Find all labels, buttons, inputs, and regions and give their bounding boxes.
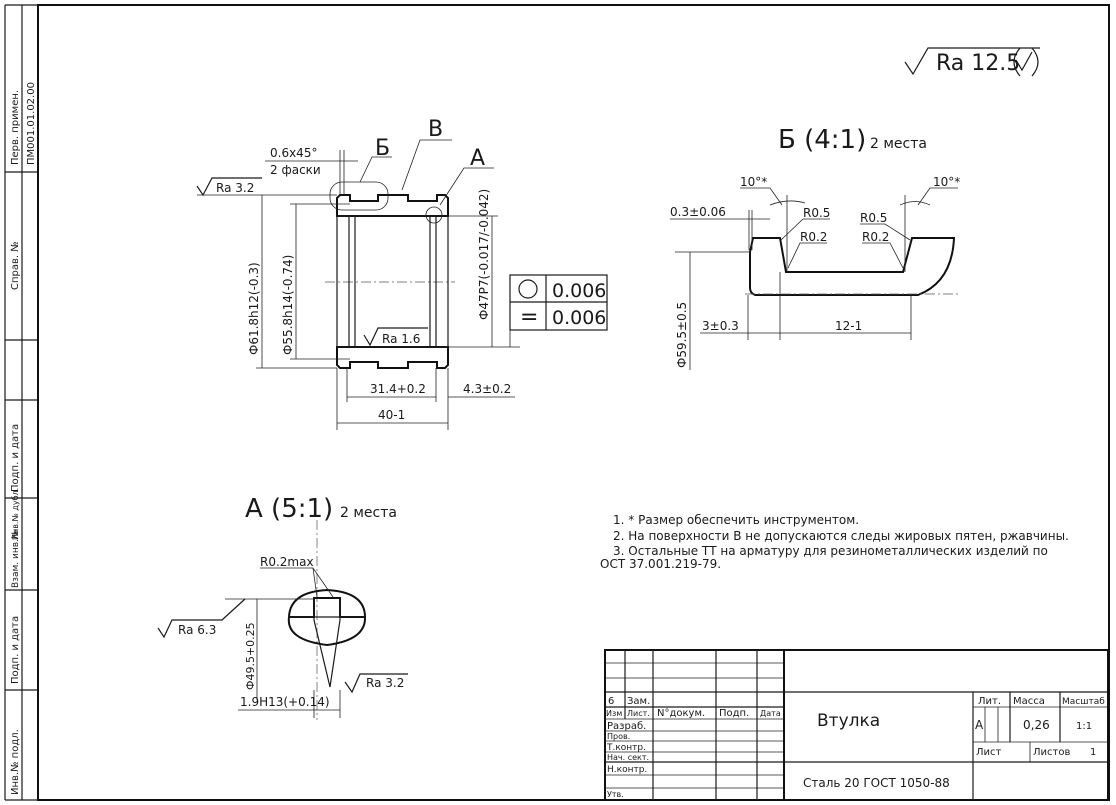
role-tech-control: Т.контр. (606, 743, 646, 753)
ra-left-label: Ra 6.3 (178, 623, 216, 637)
title-block: 6 Зам. Изм Лист. N°докум. Подп. Дата Раз… (604, 649, 1109, 801)
len-inner-label: 31.4+0.2 (370, 382, 426, 396)
lit-label: Лит. (978, 696, 1001, 707)
dim-width-label: 12-1 (835, 319, 862, 333)
len-total-label: 40-1 (378, 408, 405, 422)
detail-b-title: Б (4:1) (778, 125, 866, 155)
label-b: Б (375, 136, 390, 161)
ra-inner-label: Ra 1.6 (382, 332, 420, 346)
note-3: 3. Остальные ТТ на арматуру для резиноме… (613, 544, 1048, 558)
detail-b-callout (329, 181, 389, 211)
general-roughness-symbol: Ra 12.5 (904, 47, 1040, 77)
inv-podl-label: Инв.№ подл. (10, 729, 21, 795)
detail-b-view: Б (4:1) 2 места 10°* 10°* 0.3±0.06 R0.5 … (670, 125, 960, 370)
mass-label: Масса (1013, 696, 1045, 707)
detail-a-places: 2 места (340, 505, 397, 521)
dia-groove-label: Ф55.8h14(-0.74) (281, 255, 295, 355)
symmetry-icon: = (520, 305, 538, 330)
header-izm: Изм (606, 709, 622, 718)
angle-right-label: 10°* (933, 175, 960, 189)
checkmark-icon (1015, 51, 1033, 72)
detail-a-callout (425, 206, 443, 224)
label-a: А (470, 146, 485, 171)
note-3-continued: ОСТ 37.001.219-79. (600, 557, 721, 571)
note-2: 2. На поверхности В не допускаются следы… (613, 529, 1069, 543)
lit-value: А (975, 718, 984, 732)
header-sign: Подп. (719, 708, 749, 719)
detail-b-places: 2 места (870, 136, 927, 152)
sheets-label: Листов (1033, 747, 1070, 758)
roughness-symbol (196, 177, 262, 197)
tolerance-frame: 0.006 = 0.006 (509, 274, 608, 347)
radius-a-label: R0.2max (260, 555, 314, 569)
role-approved: Утв. (607, 790, 624, 799)
vzam-inv-label: Взам. инв.№ (11, 530, 21, 588)
label-v: В (428, 117, 443, 142)
main-section-view: Б В А 0.6x45° 2 фаски Ra 3.2 Ф61.8h12(-0… (196, 117, 608, 430)
scale-label: Масштаб (1062, 697, 1105, 707)
inv-dubl-label: Инв.№ дубл. (11, 488, 20, 540)
chamfer-b-label: 0.3±0.06 (670, 205, 726, 219)
len-end-label: 4.3±0.2 (463, 382, 511, 396)
roundness-icon (518, 279, 538, 299)
r02-right-label: R0.2 (862, 230, 889, 244)
role-developer: Разраб. (607, 721, 646, 732)
header-doc-no: N°докум. (657, 708, 705, 719)
dia-outer-label: Ф61.8h12(-0.3) (247, 262, 261, 355)
material: Сталь 20 ГОСТ 1050-88 (803, 776, 950, 790)
r05-left-label: R0.5 (803, 206, 830, 220)
header-list: Лист. (627, 709, 650, 718)
part-name: Втулка (817, 711, 880, 731)
ra-right-label: Ra 3.2 (366, 676, 404, 690)
scale-value: 1:1 (1076, 721, 1092, 732)
side-stamp: Перв. примен. ПМ001.01.02.00 Справ. № По… (10, 82, 37, 795)
dim-left-label: 3±0.3 (702, 319, 739, 333)
r05-right-label: R0.5 (860, 211, 887, 225)
drawing-frame (4, 4, 1110, 801)
podp-data-label-2: Подп. и дата (10, 616, 21, 684)
angle-left-label: 10°* (740, 175, 767, 189)
role-checker: Пров. (607, 732, 630, 741)
width-a-label: 1.9H13(+0.14) (240, 695, 330, 709)
change-text: Зам. (627, 696, 650, 707)
roundness-value: 0.006 (552, 280, 606, 302)
ra-outer-label: Ra 3.2 (216, 181, 254, 195)
sprav-no-label: Справ. № (10, 241, 21, 290)
change-number: 6 (608, 696, 614, 707)
role-norm-control: Н.контр. (607, 765, 647, 775)
symmetry-value: 0.006 (552, 307, 606, 329)
dia-b-label: Ф59.5±0.5 (675, 302, 689, 368)
technical-notes: 1. * Размер обеспечить инструментом. 2. … (600, 513, 1069, 571)
perv-primen-value: ПМ001.01.02.00 (26, 82, 37, 165)
detail-a-view: А (5:1) 2 места R0.2max Ra 6.3 Ф49.5+0.2… (157, 494, 408, 720)
sheet-label: Лист (976, 747, 1002, 758)
chamfer-label: 0.6x45° (270, 146, 317, 160)
role-section-head: Нач. сект. (607, 753, 649, 762)
roughness-general-label: Ra 12.5 (936, 51, 1020, 76)
mass-value: 0,26 (1023, 718, 1050, 732)
podp-data-label-1: Подп. и дата (10, 424, 21, 492)
r02-left-label: R0.2 (800, 230, 827, 244)
perv-primen-label: Перв. примен. (10, 90, 21, 165)
dia-bore-label: Ф47P7(-0.017/-0.042) (477, 189, 491, 320)
chamfer-note: 2 фаски (270, 163, 321, 177)
detail-a-title: А (5:1) (245, 494, 333, 524)
sheets-value: 1 (1090, 747, 1096, 758)
dia-a-label: Ф49.5+0.25 (244, 622, 257, 690)
header-date: Дата (760, 709, 781, 718)
note-1: 1. * Размер обеспечить инструментом. (613, 513, 859, 527)
